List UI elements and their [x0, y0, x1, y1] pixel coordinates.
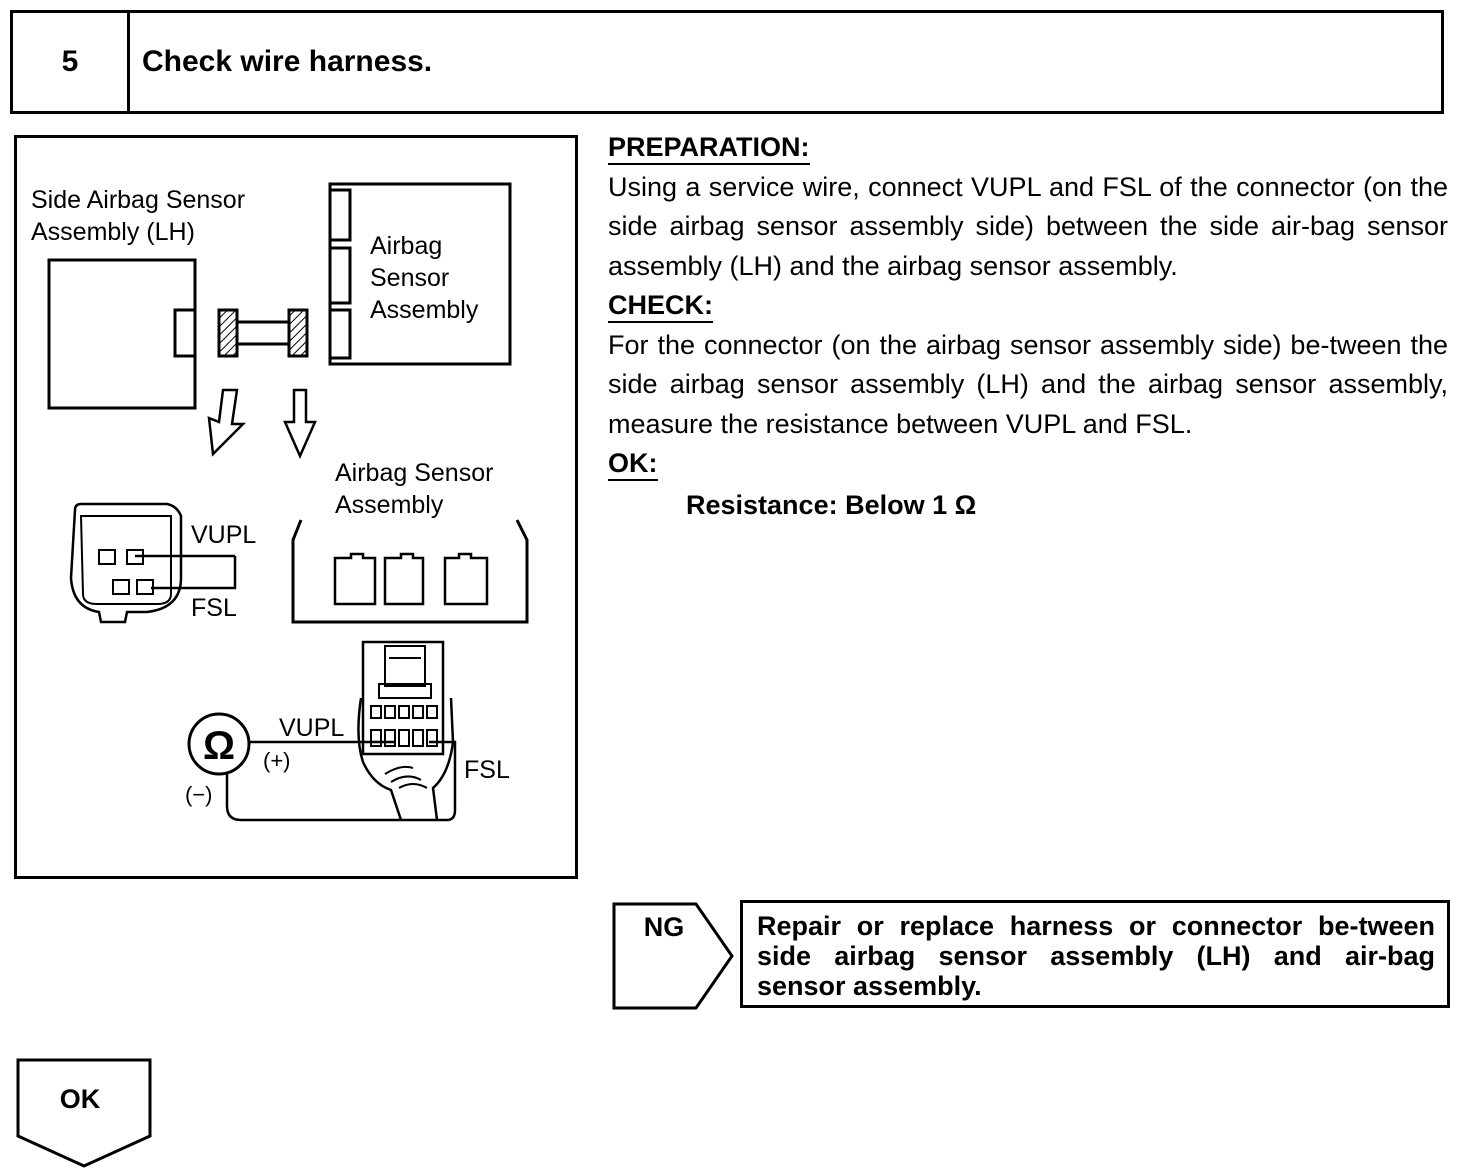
- airbag-sensor-label2-line1: Airbag Sensor: [335, 459, 493, 487]
- ohm-symbol: Ω: [203, 724, 235, 768]
- ng-flag: NG: [612, 902, 736, 1015]
- side-sensor-box: [47, 258, 197, 410]
- pin-vupl-left: [98, 549, 116, 565]
- arrow-down-icon: [283, 388, 317, 460]
- airbag-sensor-tab-2: [328, 246, 352, 305]
- ok-criteria: Resistance: Below 1 Ω: [686, 489, 977, 520]
- side-sensor-label-line1: Side Airbag Sensor: [31, 186, 245, 214]
- airbag-sensor-housing: [291, 519, 529, 624]
- check-text: For the connector (on the airbag sensor …: [608, 329, 1448, 439]
- arrow-left-icon: [207, 388, 247, 457]
- side-sensor-label-line2: Assembly (LH): [31, 218, 195, 246]
- check-heading: CHECK:: [608, 289, 713, 323]
- vupl-label-2: VUPL: [279, 714, 344, 742]
- hand-outline: [357, 697, 455, 821]
- pin-fsl-left: [112, 579, 130, 595]
- preparation-text: Using a service wire, connect VUPL and F…: [608, 171, 1448, 281]
- vupl-label: VUPL: [191, 521, 256, 549]
- ok-flag: OK: [16, 1058, 154, 1175]
- side-connector-face: [69, 502, 183, 624]
- airbag-sensor-tab-3: [328, 308, 352, 360]
- probe-wire-negative: [225, 740, 457, 822]
- wiring-diagram: Side Airbag Sensor Assembly (LH) Airbag …: [14, 135, 578, 879]
- airbag-sensor-label-line3: Assembly: [370, 296, 479, 324]
- preparation-heading: PREPARATION:: [608, 131, 810, 165]
- socket-1: [333, 552, 377, 606]
- step-number: 5: [13, 13, 130, 111]
- pin-fsl-right: [136, 579, 154, 595]
- side-connector-inner: [79, 515, 172, 605]
- ng-action-box: Repair or replace harness or connector b…: [740, 900, 1450, 1008]
- harness-pins: [370, 705, 438, 747]
- step-header: 5 Check wire harness.: [10, 10, 1444, 114]
- minus-label: (−): [185, 782, 213, 807]
- harness-connector-latch: [384, 645, 426, 687]
- short-wire-loop: [151, 556, 237, 590]
- instructions: PREPARATION: Using a service wire, conne…: [608, 128, 1448, 525]
- airbag-sensor-label-line2: Sensor: [370, 264, 449, 292]
- hand-fingers: [384, 765, 428, 789]
- harness-connector-bar: [378, 683, 432, 699]
- harness-connector: [361, 640, 445, 756]
- airbag-sensor-label-line1: Airbag: [370, 232, 442, 260]
- airbag-sensor-label2-line2: Assembly: [335, 491, 444, 519]
- ng-label: NG: [644, 912, 685, 942]
- side-sensor-connector: [173, 308, 197, 358]
- socket-2: [383, 552, 425, 606]
- fsl-label: FSL: [191, 594, 237, 622]
- hatched-connector-left: [217, 308, 239, 358]
- hatched-connector-right: [287, 308, 309, 358]
- fsl-label-2: FSL: [464, 756, 510, 784]
- ohmmeter-icon: [187, 712, 251, 776]
- ok-heading: OK:: [608, 447, 658, 481]
- socket-3: [443, 552, 489, 606]
- airbag-sensor-tab-1: [328, 188, 352, 242]
- plus-label: (+): [263, 748, 291, 773]
- step-title: Check wire harness.: [142, 45, 433, 78]
- ok-label: OK: [60, 1084, 101, 1114]
